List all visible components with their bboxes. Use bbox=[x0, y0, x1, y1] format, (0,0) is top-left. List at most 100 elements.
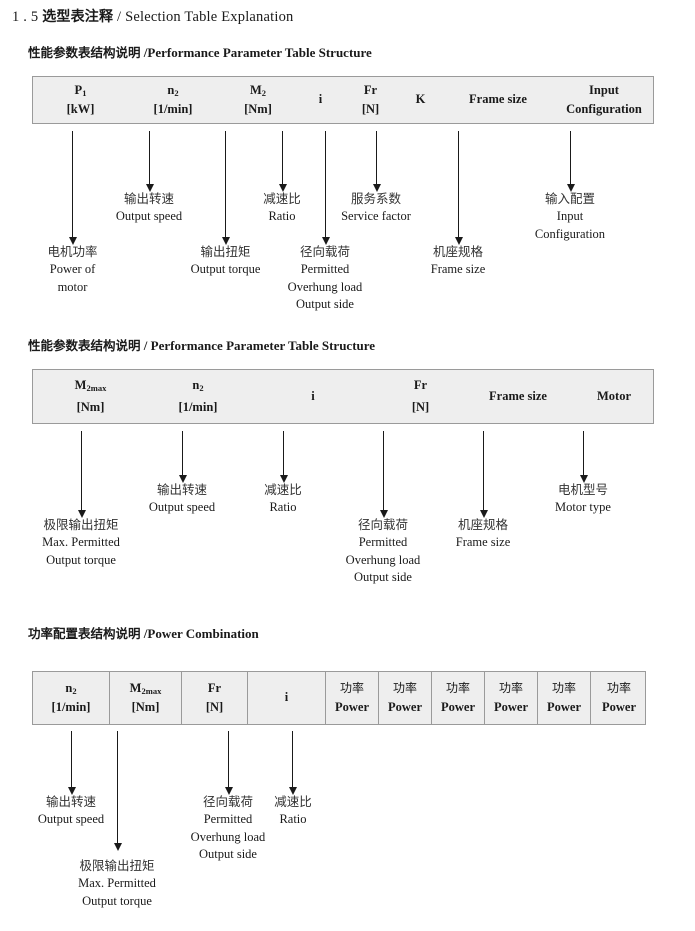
page-title-number: 1 . 5 bbox=[12, 9, 39, 25]
header-symbol: M2max bbox=[74, 378, 107, 393]
note-en-1: Permitted bbox=[358, 534, 408, 549]
table-header-k: K bbox=[398, 77, 443, 123]
table-header-i: i bbox=[298, 77, 343, 123]
section-heading-en: Power Combination bbox=[147, 626, 259, 641]
header-cn: 功率 bbox=[339, 681, 364, 696]
note-output-speed: 输出转速 Output speed bbox=[94, 190, 204, 226]
note-output-torque: 输出扭矩 Output torque bbox=[168, 243, 283, 279]
header-unit: [N] bbox=[411, 399, 430, 414]
table-header-power-2: 功率 Power bbox=[378, 672, 431, 724]
note-en-3: Output side bbox=[354, 570, 412, 585]
note-en-1: Service factor bbox=[341, 208, 411, 223]
table-header-i: i bbox=[247, 672, 325, 724]
section-heading-performance-1: 性能参数表结构说明 /Performance Parameter Table S… bbox=[28, 42, 372, 61]
note-cn: 径向载荷 bbox=[357, 517, 408, 532]
note-cn: 输出扭矩 bbox=[200, 244, 251, 259]
note-en-2: motor bbox=[57, 279, 88, 294]
arrow-ratio bbox=[278, 131, 287, 192]
note-cn: 机座规格 bbox=[457, 517, 508, 532]
header-unit: [Nm] bbox=[76, 399, 105, 414]
header-symbol: Fr bbox=[207, 680, 222, 695]
note-cn: 极限输出扭矩 bbox=[43, 517, 119, 532]
table-header-fr: Fr bbox=[378, 370, 463, 423]
table-header-input-configuration: Input Configuration bbox=[553, 77, 655, 123]
note-ratio: 减速比 Ratio bbox=[248, 793, 338, 829]
header-symbol: P1 bbox=[74, 82, 87, 98]
table-header-power-4: 功率 Power bbox=[484, 672, 537, 724]
arrow-permitted-overhung-load bbox=[321, 131, 330, 245]
arrow-service-factor bbox=[372, 131, 381, 192]
table-header-power-6: 功率 Power bbox=[590, 672, 647, 724]
note-cn: 输出转速 bbox=[156, 482, 207, 497]
arrow-output-torque bbox=[221, 131, 230, 245]
arrow-motor-type bbox=[579, 431, 588, 483]
header-unit: [Nm] bbox=[131, 700, 160, 714]
arrow-max-permitted-output-torque bbox=[77, 431, 86, 518]
header-en: Power bbox=[440, 699, 475, 714]
arrow-ratio bbox=[279, 431, 288, 483]
note-cn: 极限输出扭矩 bbox=[79, 858, 155, 873]
note-output-speed: 输出转速 Output speed bbox=[127, 481, 237, 517]
header-unit: [Nm] bbox=[244, 102, 272, 116]
header-en: Power bbox=[546, 699, 581, 714]
page-title-separator: / bbox=[113, 9, 126, 25]
header-symbol: n2 bbox=[167, 82, 179, 98]
arrow-output-speed bbox=[178, 431, 187, 483]
note-en-1: Power of bbox=[49, 261, 96, 276]
note-en-1: Output speed bbox=[148, 499, 216, 514]
header-cn: 功率 bbox=[445, 681, 470, 696]
note-cn: 输出转速 bbox=[123, 191, 174, 206]
note-cn: 减速比 bbox=[263, 191, 301, 206]
note-cn: 减速比 bbox=[264, 482, 302, 497]
header-unit: [N] bbox=[361, 102, 380, 116]
header-unit: [kW] bbox=[66, 102, 95, 116]
note-en-1: Ratio bbox=[269, 499, 297, 514]
page-title-en: Selection Table Explanation bbox=[125, 9, 294, 25]
note-en-1: Permitted bbox=[300, 261, 350, 276]
table-header-motor: Motor bbox=[573, 370, 655, 423]
page-title: 1 . 5 选型表注释 / Selection Table Explanatio… bbox=[12, 6, 294, 26]
note-cn: 电机型号 bbox=[557, 482, 608, 497]
table-header-fr: Fr [N] bbox=[343, 77, 398, 123]
note-en-3: Output side bbox=[199, 847, 257, 862]
note-service-factor: 服务系数 Service factor bbox=[321, 190, 431, 226]
power-combination-table: n2 [1/min] M2max [Nm] Fr [N] i 功率 Power … bbox=[32, 671, 646, 725]
section-heading-cn: 功率配置表结构说明 bbox=[28, 626, 141, 641]
note-en-1: Output speed bbox=[115, 208, 183, 223]
note-permitted-overhung-load: 径向载荷 Permitted Overhung load Output side bbox=[267, 243, 383, 314]
header-cn: 功率 bbox=[392, 681, 417, 696]
note-ratio: 减速比 Ratio bbox=[237, 190, 327, 226]
note-cn: 径向载荷 bbox=[202, 794, 253, 809]
note-cn: 径向载荷 bbox=[299, 244, 350, 259]
section-heading-sep: / bbox=[140, 45, 148, 60]
section-heading-en: Performance Parameter Table Structure bbox=[150, 338, 376, 353]
header-unit: Configuration bbox=[566, 102, 642, 116]
note-cn: 输入配置 bbox=[544, 191, 595, 206]
header-symbol: i bbox=[311, 388, 315, 403]
header-en: Power bbox=[601, 699, 636, 714]
header-en: Power bbox=[387, 699, 422, 714]
note-en-1: Ratio bbox=[279, 811, 307, 826]
note-motor-type: 电机型号 Motor type bbox=[528, 481, 638, 517]
note-en-1: Frame size bbox=[455, 534, 511, 549]
note-input-configuration: 输入配置 Input Configuration bbox=[515, 190, 625, 243]
header-symbol: Input bbox=[589, 82, 619, 97]
header-symbol: Fr bbox=[363, 82, 378, 97]
section-heading-power-combination: 功率配置表结构说明 /Power Combination bbox=[28, 623, 259, 642]
header-en: Power bbox=[334, 699, 369, 714]
header-symbol: K bbox=[415, 92, 426, 107]
table-header-n2: n2 [1/min] bbox=[128, 77, 218, 123]
note-frame-size: 机座规格 Frame size bbox=[403, 243, 513, 279]
arrow-power-of-motor bbox=[68, 131, 77, 245]
note-en-2: Overhung load bbox=[345, 552, 421, 567]
table-header-m2max: M2max bbox=[33, 370, 148, 423]
arrow-frame-size bbox=[454, 131, 463, 245]
table-header-i: i bbox=[248, 370, 378, 423]
note-en-1: Max. Permitted bbox=[78, 875, 156, 890]
note-en-2: Output torque bbox=[82, 893, 152, 908]
section-heading-en: Performance Parameter Table Structure bbox=[147, 45, 372, 60]
table-header-n2: n2 bbox=[148, 370, 248, 423]
note-en-1: Output speed bbox=[37, 811, 105, 826]
section-heading-performance-2: 性能参数表结构说明 / Performance Parameter Table … bbox=[28, 335, 375, 354]
table-header-m2max: M2max [Nm] bbox=[109, 672, 181, 724]
